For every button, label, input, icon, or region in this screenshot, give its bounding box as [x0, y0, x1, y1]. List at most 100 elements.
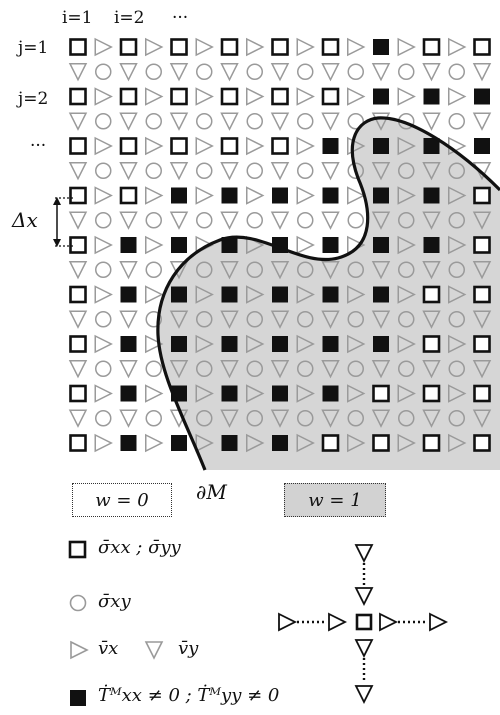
shear-stress-node [95, 360, 112, 377]
stress-node-filled [423, 138, 440, 154]
velocity-y-node [68, 211, 88, 230]
shear-stress-node [196, 410, 213, 427]
stress-node-filled [373, 39, 389, 55]
stress-node-filled [272, 336, 288, 352]
velocity-x-node [296, 285, 315, 304]
shear-stress-node [297, 212, 314, 229]
velocity-x-node [296, 334, 315, 354]
velocity-x-node [448, 37, 467, 57]
stress-node [422, 434, 441, 452]
shear-stress-node [448, 311, 465, 328]
velocity-x-node [347, 87, 366, 106]
velocity-x-node [296, 136, 315, 156]
velocity-y-node [220, 211, 239, 230]
velocity-y-node [422, 112, 441, 131]
boundary-label: ∂M [196, 480, 227, 504]
velocity-y-node [68, 63, 88, 82]
velocity-x-node [145, 186, 164, 205]
velocity-y-node [119, 310, 138, 329]
velocity-x-node [94, 37, 113, 57]
stress-node [170, 137, 188, 155]
shear-stress-node [145, 113, 162, 130]
velocity-y-node [169, 112, 189, 131]
velocity-x-node [397, 235, 416, 255]
row-label-more: ··· [30, 136, 47, 156]
velocity-y-node [472, 310, 492, 329]
velocity-y-node [119, 211, 138, 230]
stress-node-filled [120, 336, 137, 352]
shear-stress-node [246, 360, 263, 377]
stress-node-filled [221, 336, 238, 352]
velocity-y-node [472, 409, 492, 428]
shear-stress-node [347, 261, 364, 278]
stress-node [372, 384, 390, 403]
stencil-cross [278, 544, 449, 705]
velocity-x-node [448, 334, 467, 354]
shear-stress-node [398, 162, 415, 179]
stress-node-filled [171, 237, 187, 253]
velocity-y-node [422, 261, 441, 280]
stencil-tri-bottom [354, 685, 374, 705]
stress-node [473, 38, 491, 56]
shear-stress-node [95, 162, 112, 179]
velocity-y-node [472, 261, 492, 280]
stencil-center-square [355, 613, 373, 631]
velocity-x-node [448, 87, 467, 106]
velocity-x-node [195, 285, 214, 304]
shear-stress-node [297, 63, 314, 80]
velocity-y-node [472, 63, 492, 82]
shear-stress-node [297, 360, 314, 377]
velocity-x-node [347, 186, 366, 205]
velocity-y-node [321, 162, 340, 181]
velocity-y-node [270, 360, 290, 379]
shear-stress-node [398, 311, 415, 328]
velocity-x-node [397, 186, 416, 205]
velocity-y-node [169, 162, 189, 181]
stress-node-filled [373, 187, 389, 204]
shear-stress-node [448, 212, 465, 229]
stress-node-filled [120, 435, 137, 451]
stress-node-filled [474, 138, 490, 154]
stress-node [422, 38, 441, 56]
velocity-x-node [246, 433, 265, 453]
shear-stress-node [246, 63, 263, 80]
velocity-y-node [68, 310, 88, 329]
velocity-x-node [195, 384, 214, 403]
velocity-y-node [169, 261, 189, 280]
shear-stress-node [145, 410, 162, 427]
velocity-y-node [220, 63, 239, 82]
shear-stress-node [246, 113, 263, 130]
shear-stress-node [95, 261, 112, 278]
velocity-y-node [119, 162, 138, 181]
legend-circle-icon [69, 594, 87, 612]
stress-node-filled [171, 336, 187, 352]
velocity-y-node [270, 63, 290, 82]
velocity-x-node [296, 433, 315, 453]
stress-node-filled [272, 435, 288, 451]
velocity-x-node [94, 136, 113, 156]
stress-node-filled [221, 435, 238, 451]
velocity-x-node [246, 285, 265, 304]
stress-node-filled [373, 237, 389, 253]
stress-node [69, 335, 87, 353]
shear-stress-node [196, 311, 213, 328]
stress-node-filled [423, 88, 440, 105]
stencil-tri-left [278, 612, 298, 632]
shear-stress-node [297, 162, 314, 179]
velocity-x-node [296, 384, 315, 403]
velocity-x-node [145, 136, 164, 156]
shear-stress-node [95, 113, 112, 130]
stress-node-filled [322, 187, 339, 204]
velocity-x-node [347, 334, 366, 354]
shear-stress-node [246, 410, 263, 427]
shear-stress-node [398, 261, 415, 278]
velocity-y-node [321, 112, 340, 131]
velocity-y-node [422, 162, 441, 181]
velocity-x-node [94, 285, 113, 304]
shear-stress-node [95, 212, 112, 229]
dx-arrow-head-down [53, 239, 61, 247]
stress-node-filled [373, 138, 389, 154]
velocity-y-node [119, 112, 138, 131]
velocity-x-node [246, 37, 265, 57]
stress-node-filled [272, 187, 288, 204]
